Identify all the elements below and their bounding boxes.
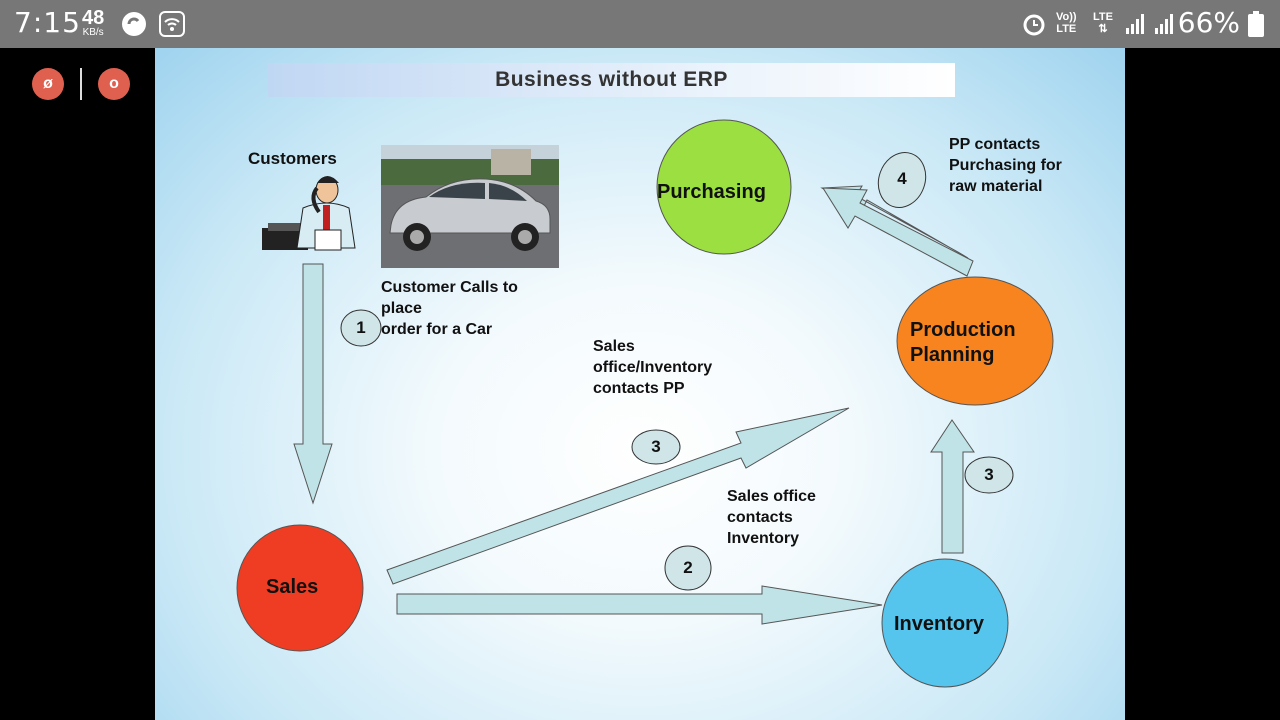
toolbar-divider bbox=[80, 68, 82, 100]
step-1-circle bbox=[340, 309, 382, 347]
wifi-icon bbox=[158, 10, 186, 43]
right-letterbox bbox=[1125, 48, 1280, 720]
signal-icon bbox=[1124, 10, 1182, 43]
flow-diagram bbox=[236, 119, 1054, 688]
pp-contacts-purchasing-label: PP contacts Purchasing for raw material bbox=[949, 136, 1062, 195]
status-bar: 7:15 48 KB/s Vo)) LTE LTE⇅ 66% bbox=[0, 0, 1280, 48]
step-3a-number: 3 bbox=[651, 437, 661, 456]
step-2-number: 2 bbox=[683, 558, 693, 577]
arrow-sales-to-production bbox=[386, 407, 850, 585]
slide-title: Business without ERP bbox=[495, 68, 728, 91]
left-letterbox bbox=[0, 48, 155, 720]
customer-phone-icon bbox=[262, 176, 356, 251]
lte-indicator: LTE⇅ bbox=[1093, 11, 1113, 35]
step-3b-number: 3 bbox=[984, 465, 994, 484]
network-speed: 48 KB/s bbox=[82, 7, 105, 38]
battery-icon bbox=[1246, 10, 1266, 43]
mute-icon[interactable]: ø bbox=[32, 68, 64, 100]
step-4-circle bbox=[877, 152, 927, 208]
purchasing-label: Purchasing bbox=[657, 181, 766, 203]
inventory-node bbox=[881, 558, 1009, 688]
alarm-icon bbox=[1020, 10, 1048, 43]
sales-office-contacts-inventory-label: Sales office contacts Inventory bbox=[727, 488, 816, 547]
volte-indicator: Vo)) LTE bbox=[1056, 11, 1077, 35]
purchasing-node bbox=[656, 119, 792, 255]
slide: Business without ERP bbox=[155, 48, 1125, 720]
arrow-production-to-purchasing-body bbox=[822, 187, 974, 277]
sync-icon bbox=[120, 10, 148, 43]
arrow-inventory-to-production bbox=[930, 419, 975, 554]
step-1-number: 1 bbox=[356, 318, 366, 337]
production-planning-label: Production Planning bbox=[910, 319, 1016, 366]
battery-percent: 66% bbox=[1177, 6, 1240, 39]
arrow-sales-to-inventory bbox=[396, 585, 883, 625]
step-4-number: 4 bbox=[897, 169, 907, 188]
customer-calls-label: Customer Calls to place order for a Car bbox=[381, 279, 518, 338]
step-3b-circle bbox=[964, 456, 1014, 494]
step-2-circle bbox=[664, 545, 712, 591]
production-planning-node bbox=[896, 276, 1054, 406]
step-3a-circle bbox=[631, 429, 681, 465]
car-photo bbox=[381, 145, 559, 268]
sales-inventory-contacts-pp-label: Sales office/Inventory contacts PP bbox=[593, 338, 713, 397]
arrow-customer-to-sales bbox=[293, 263, 333, 505]
sales-label: Sales bbox=[266, 576, 319, 598]
record-button[interactable]: o bbox=[98, 68, 130, 100]
sales-node bbox=[236, 524, 364, 652]
clock: 7:15 bbox=[14, 6, 81, 39]
customers-label: Customers bbox=[248, 149, 337, 168]
inventory-label: Inventory bbox=[894, 613, 985, 635]
title-bar: Business without ERP bbox=[268, 63, 955, 97]
